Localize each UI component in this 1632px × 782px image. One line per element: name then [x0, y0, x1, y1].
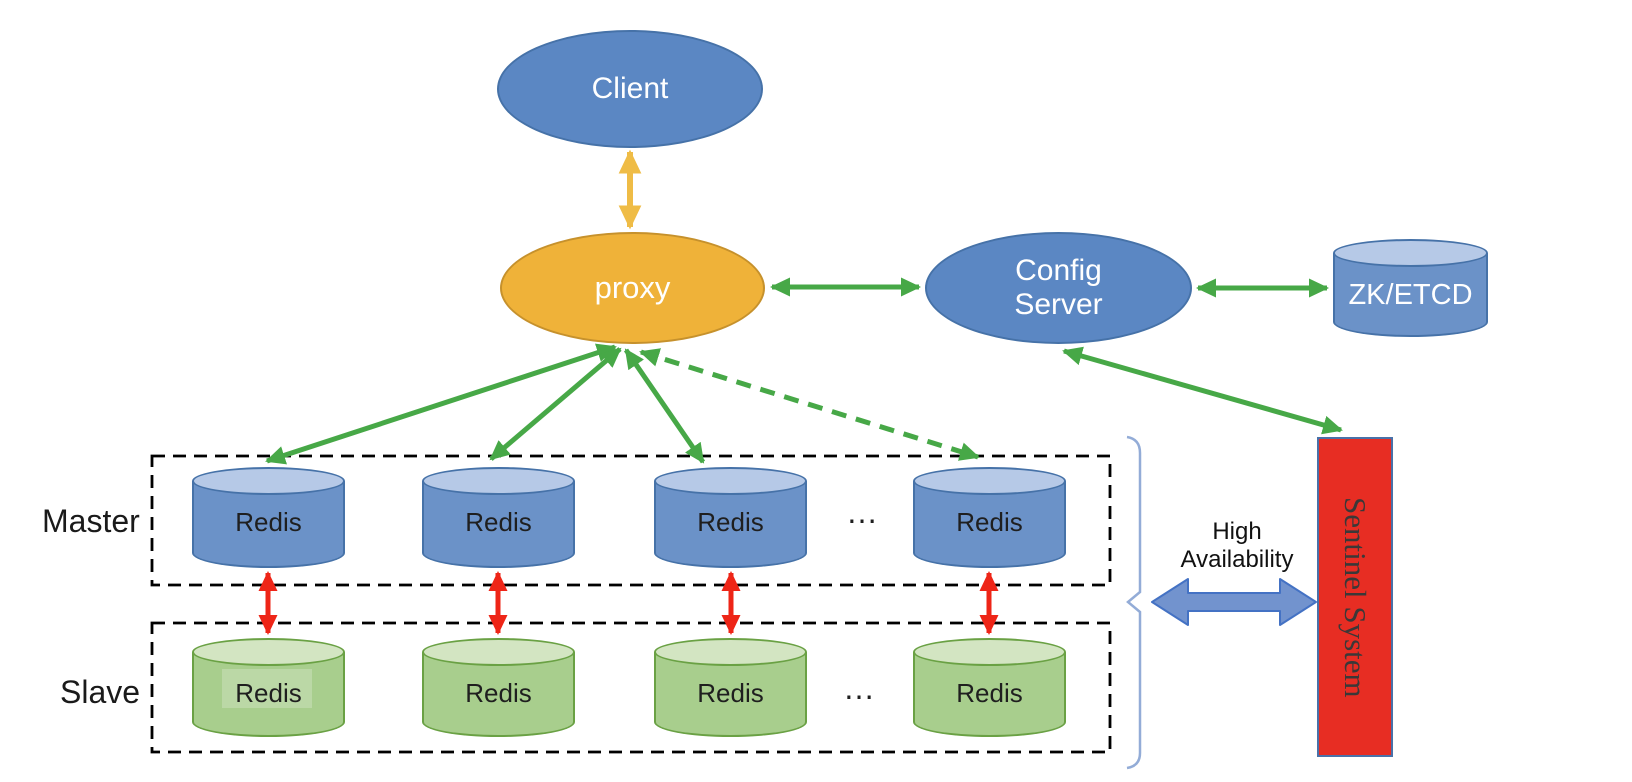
arrow-proxy-master2 [489, 347, 622, 461]
cylinder-top [913, 638, 1066, 666]
zk-etcd-node: ZK/ETCD [1333, 239, 1488, 337]
cylinder-top [1333, 239, 1488, 267]
master-redis-4: Redis [913, 467, 1066, 568]
high-availability-arrow [1151, 578, 1317, 626]
config-server-node: Config Server [925, 232, 1192, 344]
redis-label: Redis [956, 507, 1023, 537]
proxy-node: proxy [500, 232, 765, 344]
slave-redis-3: Redis [654, 638, 807, 737]
master-redis-2: Redis [422, 467, 575, 568]
cylinder-top [192, 467, 345, 495]
zk-etcd-label: ZK/ETCD [1348, 279, 1473, 311]
master-redis-1: Redis [192, 467, 345, 568]
slave-row-ellipsis: … [843, 670, 877, 706]
arrow-proxy-master3 [623, 348, 706, 464]
slave-redis-2: Redis [422, 638, 575, 737]
cylinder-top [422, 467, 575, 495]
redis-label: Redis [465, 507, 532, 537]
master-row-label: Master [42, 503, 140, 539]
high-availability-label: High Availability [1180, 518, 1294, 573]
redis-label: Redis [697, 507, 764, 537]
client-node: Client [497, 30, 763, 148]
sentinel-system-node: Sentinel System [1317, 437, 1393, 757]
cylinder-top [654, 467, 807, 495]
redis-label: Redis [465, 678, 532, 708]
group-brace [1126, 435, 1142, 770]
slave-row-label: Slave [60, 674, 141, 710]
cylinder-top [192, 638, 345, 666]
master-redis-3: Redis [654, 467, 807, 568]
proxy-label: proxy [594, 270, 671, 306]
sentinel-system-label: Sentinel System [1338, 496, 1373, 698]
slave-redis-4: Redis [913, 638, 1066, 737]
cylinder-top [422, 638, 575, 666]
redis-label: Redis [235, 678, 302, 708]
redis-label: Redis [697, 678, 764, 708]
arrow-proxy-master4-dashed [639, 348, 980, 461]
redis-label: Redis [235, 507, 302, 537]
arrow-config-sentinel [1062, 346, 1343, 435]
master-row-ellipsis: … [846, 494, 880, 530]
client-label: Client [591, 71, 669, 105]
cylinder-top [654, 638, 807, 666]
cylinder-top [913, 467, 1066, 495]
slave-redis-1: Redis [192, 638, 345, 737]
cylinder-body [1333, 253, 1488, 337]
arrow-proxy-master1 [265, 343, 617, 465]
redis-label: Redis [956, 678, 1023, 708]
config-server-label: Config Server [1014, 253, 1103, 322]
